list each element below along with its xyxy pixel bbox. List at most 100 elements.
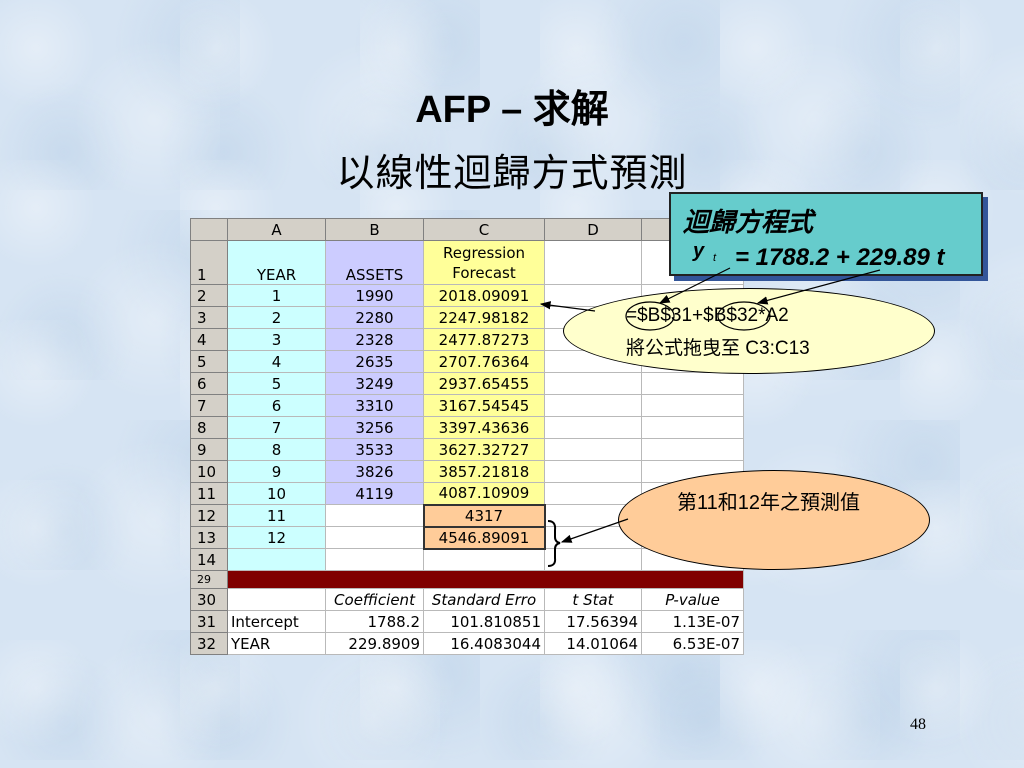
cell-forecast[interactable]: 3627.32727 [423,438,545,461]
cell[interactable] [227,588,326,611]
stats-p-intercept[interactable]: 1.13E-07 [641,610,744,633]
cell-forecast[interactable]: 4087.10909 [423,482,545,505]
stats-se-year[interactable]: 16.4083044 [423,632,545,655]
col-header-d[interactable]: D [544,218,642,241]
cell-forecast-future[interactable]: 4317 [422,503,546,528]
stats-t-year[interactable]: 14.01064 [544,632,642,655]
cell-assets[interactable]: 3826 [325,460,424,483]
row-header[interactable]: 5 [190,350,228,373]
row-header[interactable]: 13 [190,526,228,549]
col-header-a[interactable]: A [227,218,326,241]
cell-forecast[interactable]: 2477.87273 [423,328,545,351]
row-header[interactable]: 7 [190,394,228,417]
stats-label-year[interactable]: YEAR [227,632,326,655]
cell-assets[interactable]: 3256 [325,416,424,439]
cell-assets[interactable]: 2328 [325,328,424,351]
cell-year[interactable]: 5 [227,372,326,395]
stats-col-standard-error[interactable]: Standard Erro [423,588,545,611]
row-header[interactable]: 3 [190,306,228,329]
row-header[interactable]: 6 [190,372,228,395]
stats-col-p-value[interactable]: P-value [641,588,744,611]
cell-year[interactable]: 2 [227,306,326,329]
stats-coef-intercept[interactable]: 1788.2 [325,610,424,633]
row-header[interactable]: 14 [190,548,228,571]
cell-year[interactable]: 9 [227,460,326,483]
cell-assets[interactable] [325,504,424,527]
stats-t-intercept[interactable]: 17.56394 [544,610,642,633]
regression-equation-box: 迴歸方程式 y t = 1788.2 + 229.89 t [669,192,983,276]
cell-forecast[interactable]: 2018.09091 [423,284,545,307]
cell-assets[interactable]: 2280 [325,306,424,329]
spreadsheet[interactable]: A B C D E 1 YEAR ASSETS Regression Forec… [190,218,744,655]
cell-year[interactable]: 6 [227,394,326,417]
cell[interactable] [544,394,642,417]
row-header[interactable]: 2 [190,284,228,307]
stats-label-intercept[interactable]: Intercept [227,610,326,633]
slide-subtitle: 以線性迴歸方式預測 [336,153,688,195]
cell-year[interactable]: 3 [227,328,326,351]
cell-forecast[interactable]: 2247.98182 [423,306,545,329]
cell-year[interactable]: 1 [227,284,326,307]
row-header[interactable]: 1 [190,240,228,285]
cell[interactable] [544,416,642,439]
cell-forecast[interactable]: 3167.54545 [423,394,545,417]
cell[interactable] [544,372,642,395]
stats-coef-year[interactable]: 229.8909 [325,632,424,655]
row-header[interactable]: 29 [190,570,228,589]
cell-year[interactable]: 10 [227,482,326,505]
row-header[interactable]: 4 [190,328,228,351]
row-header[interactable]: 11 [190,482,228,505]
cell-year[interactable]: 4 [227,350,326,373]
row-header[interactable]: 30 [190,588,228,611]
row-header[interactable]: 12 [190,504,228,527]
cell-year[interactable]: 12 [227,526,326,549]
cell[interactable] [641,372,744,395]
cell[interactable] [544,438,642,461]
cell-assets[interactable]: 3249 [325,372,424,395]
cell-forecast-future[interactable]: 4546.89091 [422,525,546,550]
row-header[interactable]: 9 [190,438,228,461]
cell-forecast[interactable]: 3397.43636 [423,416,545,439]
cell[interactable] [641,416,744,439]
row-header[interactable]: 8 [190,416,228,439]
equation-y: y [693,240,705,262]
cell[interactable] [544,240,642,285]
cell[interactable] [544,548,642,571]
cell-assets[interactable]: 3533 [325,438,424,461]
cell-assets[interactable]: 1990 [325,284,424,307]
cell-forecast-header[interactable]: Regression Forecast [423,240,545,285]
stats-se-intercept[interactable]: 101.810851 [423,610,545,633]
cell-assets[interactable]: 4119 [325,482,424,505]
cell-forecast[interactable]: 2937.65455 [423,372,545,395]
cell-year[interactable]: 7 [227,416,326,439]
cell-assets[interactable] [325,526,424,549]
row-header[interactable]: 31 [190,610,228,633]
cell[interactable] [544,460,642,483]
cell[interactable] [641,394,744,417]
col-header-b[interactable]: B [325,218,424,241]
cell[interactable] [544,482,642,505]
col-header-c[interactable]: C [423,218,545,241]
cell-assets-header[interactable]: ASSETS [325,240,424,285]
cell-forecast[interactable]: 2707.76364 [423,350,545,373]
cell-year[interactable]: 11 [227,504,326,527]
stats-col-coefficient[interactable]: Coefficient [325,588,424,611]
stats-col-t-stat[interactable]: t Stat [544,588,642,611]
cell[interactable] [423,548,545,571]
row-header[interactable]: 32 [190,632,228,655]
equation-formula: = 1788.2 + 229.89 t [735,244,945,271]
forecast-callout-text: 第11和12年之預測值 [677,492,861,514]
row-header[interactable]: 10 [190,460,228,483]
cell-assets[interactable]: 3310 [325,394,424,417]
cell[interactable] [325,548,424,571]
select-all-corner[interactable] [190,218,228,241]
cell[interactable] [641,438,744,461]
cell-year[interactable]: 8 [227,438,326,461]
cell[interactable] [227,548,326,571]
cell-year-header[interactable]: YEAR [227,240,326,285]
cell-forecast[interactable]: 3857.21818 [423,460,545,483]
cell-assets[interactable]: 2635 [325,350,424,373]
stats-p-year[interactable]: 6.53E-07 [641,632,744,655]
